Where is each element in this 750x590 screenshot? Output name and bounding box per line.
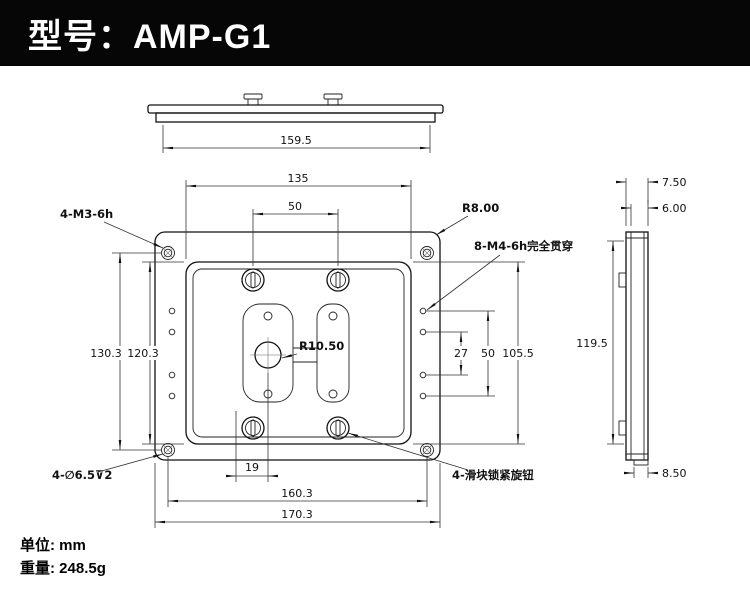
dim-front-top: 135 50	[185, 172, 412, 266]
label-corner-screws: 4-M3-6h	[60, 207, 113, 221]
lock-knob	[326, 416, 350, 440]
dim-side-bottom: 8.50	[624, 467, 687, 480]
corner-screw-holes	[161, 246, 434, 457]
side-knob-profile	[618, 272, 627, 288]
m4-through-holes	[168, 307, 427, 400]
top-view-knob-stem	[327, 98, 339, 106]
label-counterbore: 4-∅6.5⊽2	[52, 468, 112, 482]
dim-side-height: 119.5	[576, 240, 624, 445]
spec-footer: 单位: mm 重量: 248.5g	[20, 534, 106, 580]
dim-text-159-5: 159.5	[280, 134, 312, 147]
lock-knob	[241, 416, 265, 440]
dim-text-50-top: 50	[288, 200, 302, 213]
slider-tracks	[242, 303, 350, 403]
dim-text-160-3: 160.3	[281, 487, 313, 500]
top-view: 159.5	[147, 93, 444, 153]
front-inner-plate	[185, 261, 412, 445]
title-bar: 型号：AMP-G1	[0, 0, 750, 66]
lock-knobs	[241, 268, 350, 440]
side-view: 7.50 6.00 119.5 8.50	[576, 176, 686, 480]
dim-front-bottom: 19 160.3 170.3	[154, 373, 441, 528]
unit-label: 单位: mm	[20, 537, 86, 554]
dim-text-120-3: 120.3	[127, 347, 159, 360]
side-knob-profile	[618, 420, 627, 436]
weight-label: 重量: 248.5g	[20, 560, 106, 577]
top-view-lid	[147, 104, 444, 114]
dim-text-8-50: 8.50	[662, 467, 687, 480]
slider-track-right	[316, 303, 350, 403]
lock-knob	[241, 268, 265, 292]
side-foot	[633, 459, 649, 466]
corner-hole	[161, 246, 175, 260]
dim-text-119-5: 119.5	[576, 337, 608, 350]
front-outer-outline	[154, 231, 441, 461]
dim-side-top: 7.50 6.00	[616, 176, 687, 226]
corner-hole	[420, 246, 434, 260]
front-inner-edge	[192, 268, 405, 438]
top-view-body	[155, 112, 436, 123]
dim-text-27: 27	[454, 347, 468, 360]
dim-text-7-50: 7.50	[662, 176, 687, 189]
corner-hole	[420, 443, 434, 457]
dim-text-170-3: 170.3	[281, 508, 313, 521]
page-title: 型号：AMP-G1	[28, 17, 272, 56]
top-view-knob-stem	[247, 98, 259, 106]
top-view-knob-cap	[243, 93, 263, 100]
front-view: 135 50 130.3 120.3	[52, 172, 573, 528]
dim-text-135: 135	[288, 172, 309, 185]
technical-drawing: 159.5	[52, 93, 687, 528]
side-body	[625, 231, 649, 461]
dim-text-6-00: 6.00	[662, 202, 687, 215]
dim-top-width: 159.5	[162, 125, 431, 153]
dim-front-right: 27 50 105.5	[413, 261, 537, 445]
lock-knob	[326, 268, 350, 292]
dim-text-130-3: 130.3	[90, 347, 122, 360]
dim-text-19: 19	[245, 461, 259, 474]
callouts: 4-M3-6h R8.00 8-M4-6h完全贯穿 R10.50 4-∅6.5⊽…	[52, 201, 573, 482]
dim-text-50-right: 50	[481, 347, 495, 360]
label-through-holes: 8-M4-6h完全贯穿	[474, 239, 573, 253]
dim-front-left: 130.3 120.3	[88, 252, 184, 451]
label-corner-radius: R8.00	[462, 201, 499, 215]
dim-text-105-5: 105.5	[502, 347, 534, 360]
label-lock-knobs: 4-滑块锁紧旋钮	[452, 468, 534, 482]
top-view-knob-cap	[323, 93, 343, 100]
label-center-radius: R10.50	[299, 339, 344, 353]
corner-hole	[161, 443, 175, 457]
